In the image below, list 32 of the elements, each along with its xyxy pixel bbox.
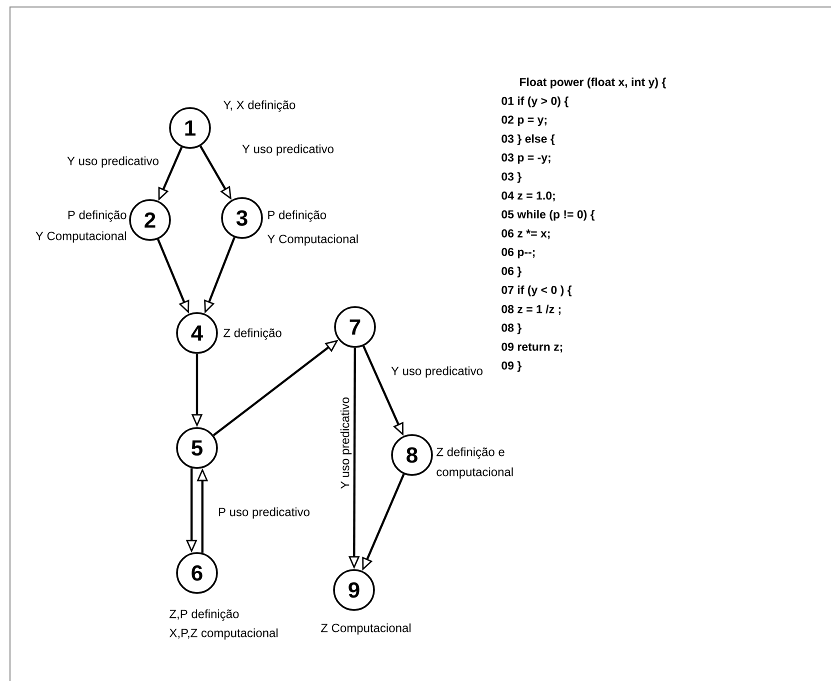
node-annotation: Y, X definição bbox=[223, 100, 296, 112]
code-line: 02 p = y; bbox=[502, 116, 546, 126]
node-annotation: X,P,Z computacional bbox=[169, 628, 278, 640]
code-line: 08 z = 1 /z ; bbox=[502, 304, 560, 315]
code-line: 06 z *= x; bbox=[502, 229, 550, 240]
node-annotation: Y Computacional bbox=[267, 234, 358, 246]
node-annotation: computacional bbox=[436, 467, 513, 479]
node-annotation: Y Computacional bbox=[36, 231, 126, 243]
edge-label: P uso predicativo bbox=[218, 507, 310, 519]
node-annotation: P definição bbox=[68, 210, 126, 222]
code-line: 09 } bbox=[502, 361, 522, 372]
edge-label: Y uso predicativo bbox=[391, 366, 482, 378]
code-line: 03 p = -y; bbox=[502, 153, 550, 164]
code-line: Float power (float x, int y) { bbox=[520, 78, 666, 88]
edge-label: Y uso predicativo bbox=[242, 144, 334, 156]
code-line: 05 while (p != 0) { bbox=[502, 210, 595, 221]
code-line: 07 if (y < 0 ) { bbox=[502, 286, 572, 296]
code-line: 04 z = 1.0; bbox=[502, 192, 555, 202]
node-annotation: P definição bbox=[268, 210, 326, 222]
code-line: 03 } bbox=[502, 172, 522, 183]
edge-label: Y uso predicativo bbox=[67, 156, 158, 168]
code-line: 01 if (y > 0) { bbox=[502, 96, 568, 108]
node-annotation: Z definição bbox=[224, 328, 282, 340]
code-line: 06 } bbox=[502, 266, 522, 278]
node-annotation: Z,P definição bbox=[170, 609, 239, 621]
code-line: 03 } else { bbox=[502, 134, 555, 146]
edge-label: Y uso predicativo bbox=[340, 398, 352, 489]
code-line: 06 p--; bbox=[502, 248, 535, 258]
node-annotation: Z Computacional bbox=[321, 623, 411, 635]
code-line: 08 } bbox=[502, 323, 522, 334]
node-annotation: Z definição e bbox=[436, 447, 504, 459]
code-line: 09 return z; bbox=[502, 342, 562, 352]
